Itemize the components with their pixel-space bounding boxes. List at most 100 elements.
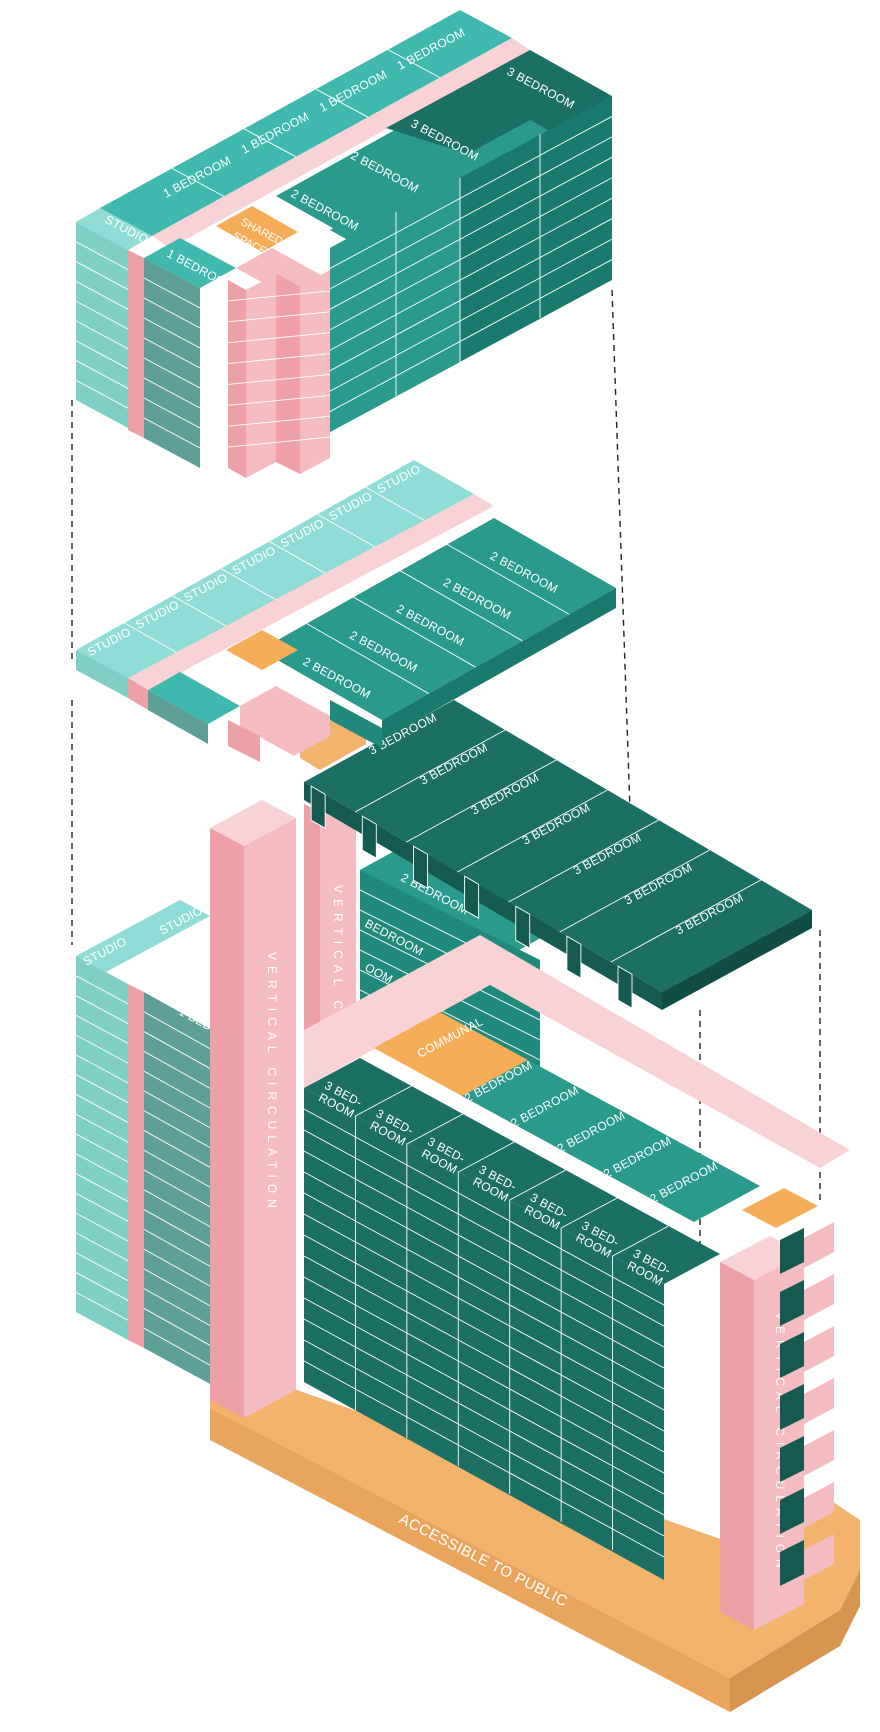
front-3bed-topdiv-6	[612, 1225, 669, 1257]
front-3bed-row-7	[303, 1234, 665, 1432]
top-1bed-floor-5	[143, 357, 201, 389]
slab-notch-5	[515, 905, 531, 949]
top-1bed-front-face	[144, 258, 200, 468]
top-block: STUDIO 1 BEDROOM 1 BEDROOM 1 BEDROOM 1 B…	[75, 10, 613, 478]
front-roof-orange	[742, 1188, 818, 1228]
top-circ-lines	[227, 290, 331, 448]
public-plinth-side	[730, 1570, 860, 1712]
back-1bed-floor-3	[143, 1050, 213, 1090]
back-studio-floor-3	[75, 1014, 129, 1044]
back-studio-floor-2	[75, 995, 129, 1024]
main-circ-label: VERTICAL CIRCULATION	[265, 952, 279, 1214]
back-1bed-floor-8	[143, 1149, 213, 1189]
front-3bed-row-8	[303, 1255, 665, 1453]
back-studio-floor-8	[75, 1113, 129, 1143]
top-1bed-floor-6	[143, 377, 201, 409]
back-studio-floor-10	[75, 1153, 129, 1183]
front-3bed-topdiv-4	[509, 1169, 566, 1201]
mid-studio-div-4	[268, 541, 330, 576]
right-circ-front	[720, 1262, 754, 1630]
top-1bed-divisions	[171, 49, 441, 197]
back-circ-strip	[128, 984, 144, 1348]
back-1bed-floor-14	[143, 1268, 213, 1308]
balcony-3	[804, 1326, 834, 1372]
back-1bed-floor-11	[143, 1209, 213, 1248]
mid-shared	[226, 630, 298, 670]
balcony-window-5	[780, 1436, 804, 1482]
front-3bed-topdiv-5	[560, 1197, 618, 1229]
balcony-window-4	[780, 1384, 804, 1430]
top-circ-floor-6	[227, 394, 331, 406]
top-mass-floor-8	[329, 259, 613, 412]
back-1bed-floor-16	[143, 1308, 213, 1347]
back-circ-front	[304, 804, 320, 1058]
top-circ-floor-8	[227, 436, 331, 448]
top-cross-circ-d	[300, 270, 330, 474]
top-circ-floor-4	[227, 353, 331, 365]
slab-notch-1	[310, 785, 326, 829]
top-circ-floor-2	[227, 311, 331, 323]
mid-corridor	[128, 494, 494, 690]
right-balconies	[780, 1222, 834, 1586]
back-studio-floor-5	[75, 1054, 129, 1084]
back-studio-floor-12	[75, 1192, 129, 1222]
mid-2bed-div-3	[400, 570, 523, 642]
top-mass-3bed-roof	[386, 50, 612, 166]
back-studio-floor-13	[75, 1212, 129, 1242]
back-studio-floor-16	[75, 1272, 129, 1301]
slab-side	[662, 910, 812, 1010]
front-3bed-unit-grid	[303, 1085, 669, 1558]
slab-top	[304, 700, 812, 992]
front-3bed-row-2	[303, 1129, 665, 1327]
back-1bed-floor-5	[143, 1090, 213, 1130]
top-circ-floor-1	[227, 290, 331, 302]
front-3bed-row-10	[303, 1297, 665, 1495]
front-3bed-row-6	[303, 1213, 665, 1411]
balcony-4	[804, 1378, 834, 1424]
front-roof-2bed	[462, 1060, 760, 1222]
back-1bed-floor-6	[143, 1110, 213, 1150]
top-mass-floor-lines	[329, 116, 613, 412]
balcony-window-3	[780, 1332, 804, 1378]
front-3bed-row-1	[303, 1108, 665, 1306]
mid-studio-div-5	[317, 513, 378, 549]
front-3bed-row-4	[303, 1171, 665, 1369]
slab-div-6	[610, 879, 762, 963]
mid-2bed-div-1	[306, 623, 430, 694]
top-1bed-div-1	[171, 168, 225, 197]
top-1bed-div-4	[387, 49, 441, 78]
slab-div-2	[406, 759, 557, 843]
front-3bed-topdiv-1	[355, 1085, 412, 1117]
top-circ-floor-7	[227, 415, 331, 427]
slab-div-5	[559, 849, 710, 933]
back-1bed-floor-10	[143, 1189, 213, 1229]
slab-notch-3	[412, 845, 428, 889]
front-3bed-topdiv-3	[458, 1141, 515, 1173]
back-1bed-floor-9	[143, 1169, 213, 1209]
top-1bed-floor-3	[143, 317, 201, 349]
front-roof-circ	[304, 935, 850, 1168]
mid-studio-top	[76, 460, 474, 684]
main-circ-side	[244, 818, 296, 1418]
top-1bed-floor-2	[143, 297, 201, 329]
top-corridor	[152, 38, 530, 248]
back-circ-label: VERTICAL C	[331, 885, 345, 1015]
back-circ-side	[320, 792, 356, 1058]
back-studio-floor-7	[75, 1094, 129, 1123]
top-cross-circ-a	[228, 280, 246, 478]
front-3bed-row-12	[303, 1339, 665, 1537]
public-plinth-front	[210, 1408, 730, 1712]
back-1bed-floor-2	[143, 1031, 213, 1070]
mid-studio-div-3	[220, 568, 282, 603]
middle-plate: STUDIOSTUDIOSTUDIOSTUDIOSTUDIOSTUDIOSTUD…	[76, 460, 616, 762]
balcony-window-1	[780, 1228, 804, 1274]
front-3bed-row-9	[303, 1276, 665, 1474]
top-shared	[216, 206, 298, 252]
top-studio-floor-7	[75, 360, 129, 389]
slab-divisions	[354, 729, 762, 963]
mid-cross-circ-front	[228, 720, 260, 762]
balcony-2	[804, 1274, 834, 1320]
